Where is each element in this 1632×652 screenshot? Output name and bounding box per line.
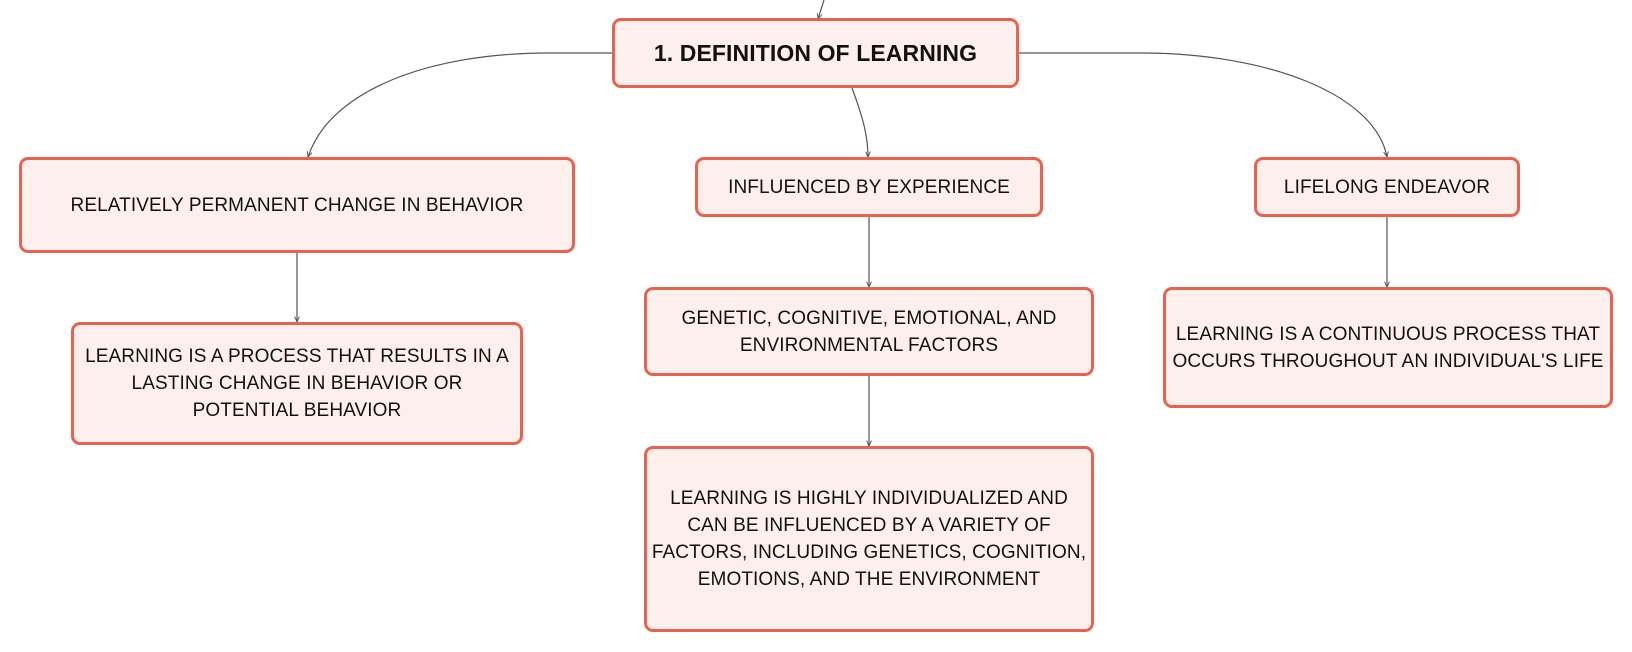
node-process-lasting-change[interactable]: LEARNING IS A PROCESS THAT RESULTS IN A … — [71, 322, 523, 445]
node-highly-individualized[interactable]: LEARNING IS HIGHLY INDIVIDUALIZED AND CA… — [644, 446, 1094, 632]
node-influenced-by-experience[interactable]: INFLUENCED BY EXPERIENCE — [695, 157, 1043, 217]
root-node-definition-of-learning[interactable]: 1. DEFINITION OF LEARNING — [612, 18, 1019, 88]
connector-root-to-lifelong — [1019, 52, 1387, 157]
connector-root-to-permanent-change — [308, 52, 614, 157]
node-genetic-cognitive-factors[interactable]: GENETIC, COGNITIVE, EMOTIONAL, AND ENVIR… — [644, 287, 1094, 376]
connector-root-to-influenced — [851, 87, 868, 157]
node-lifelong-endeavor[interactable]: LIFELONG ENDEAVOR — [1254, 157, 1520, 217]
node-relatively-permanent-change[interactable]: RELATIVELY PERMANENT CHANGE IN BEHAVIOR — [19, 157, 575, 253]
node-continuous-process[interactable]: LEARNING IS A CONTINUOUS PROCESS THAT OC… — [1163, 287, 1613, 408]
connector-parent-to-root — [818, 0, 825, 19]
